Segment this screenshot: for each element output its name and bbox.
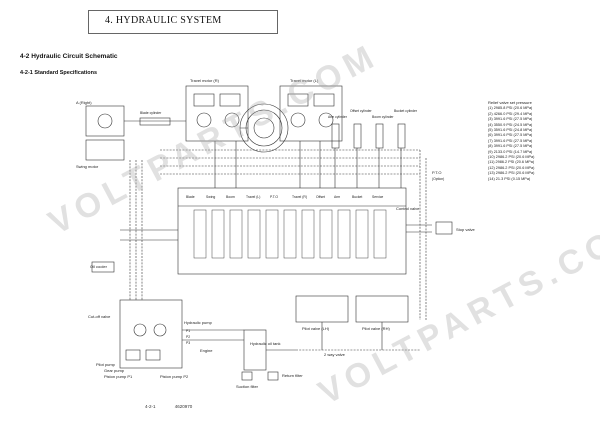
stop-valve-shape: [435, 221, 453, 235]
relief-legend-item: (2) 4266.0 PSI (29.4 MPa): [488, 111, 533, 116]
label-travel-motor-l: Travel motor (L): [290, 78, 319, 83]
label-p2: P2: [186, 335, 190, 339]
label-spool-pto: P.T.O: [270, 195, 278, 199]
label-bucket-cylinder: Bucket cylinder: [394, 109, 418, 113]
label-piston-pump-p2: Piston pump P2: [160, 374, 189, 379]
label-control-valve: Control valve: [396, 206, 420, 211]
label-spool-bucket: Bucket: [352, 195, 362, 199]
label-spool-offset: Offset: [316, 195, 325, 199]
relief-legend-item: (10) 2986.2 PSI (20.6 MPa): [488, 155, 535, 160]
footer-doc-number: 4620970: [174, 404, 193, 409]
relief-legend-item: (4) 3550.9 PSI (24.5 MPa): [488, 122, 533, 127]
label-spool-service: Service: [372, 195, 383, 199]
label-suction-filter: Suction filter: [236, 384, 259, 389]
relief-legend-item: (13) 2986.2 PSI (20.6 MPa): [488, 171, 535, 176]
label-pto: P.T.O: [432, 170, 442, 175]
label-hydraulic-pump: Hydraulic pump: [184, 320, 213, 325]
section-subtitle: 4-2-1 Standard Specifications: [20, 70, 98, 76]
relief-legend-item: (3) 3991.6 PSI (27.5 MPa): [488, 117, 533, 122]
label-hydraulic-oil-tank: Hydraulic oil tank: [250, 341, 280, 346]
travel-motor-r-box: [185, 85, 249, 142]
relief-legend-item: (14) 21.3 PSI (0.15 MPa): [488, 176, 531, 181]
swing-motor-box: [85, 105, 125, 137]
section-title: 4-2 Hydraulic Circuit Schematic: [20, 53, 118, 60]
label-return-filter: Return filter: [282, 373, 303, 378]
label-gear-pump: Gear pump: [104, 368, 125, 373]
blade-cylinder-shape: [139, 117, 171, 126]
relief-legend-heading: Relief valve set pressure: [488, 100, 532, 105]
hydraulic-oil-tank-shape: [243, 329, 267, 371]
label-spool-travel-l: Travel (L): [246, 195, 260, 199]
label-cutoff-valve: Cut-off valve: [88, 314, 111, 319]
label-arm-cylinder: Arm cylinder: [328, 115, 348, 119]
label-spool-travel-r: Travel (R): [292, 195, 307, 199]
label-stop-valve: Stop valve: [456, 227, 475, 232]
label-option: (Option): [432, 177, 444, 181]
relief-legend-item: (7) 3991.6 PSI (27.5 MPa): [488, 138, 533, 143]
label-p1: P1: [186, 329, 190, 333]
label-pilot-valve-rh: Pilot valve (RH): [362, 326, 390, 331]
relief-legend-item: (11) 2986.2 PSI (20.6 MPa): [488, 160, 535, 165]
label-p3: P3: [186, 341, 190, 345]
relief-legend-item: (1) 2985.8 PSI (20.6 MPa): [488, 106, 533, 111]
label-pilot-pump: Pilot pump: [96, 362, 116, 367]
pump-group-box: [119, 299, 183, 369]
pilot-valve-lh-shape: [295, 295, 349, 323]
travel-motor-l-box: [279, 85, 343, 142]
label-engine: Engine: [200, 348, 213, 353]
label-travel-motor-r: Travel motor (R): [190, 78, 220, 83]
control-valve-box: [177, 187, 407, 275]
label-spool-arm: Arm: [334, 195, 340, 199]
relief-legend-item: (9) 2133.0 PSI (14.7 MPa): [488, 149, 533, 154]
relief-legend-item: (8) 3991.6 PSI (27.5 MPa): [488, 144, 533, 149]
label-spool-swing: Swing: [206, 195, 215, 199]
relief-legend-item: (5) 3591.6 PSI (24.8 MPa): [488, 128, 533, 133]
page-footer: 4-2-1 4620970: [145, 404, 192, 409]
label-two-way-valve: 2 way valve: [324, 352, 346, 357]
label-piston-pump-p1: Piston pump P1: [104, 374, 133, 379]
label-blade-cylinder: Blade cylinder: [140, 111, 162, 115]
pilot-valve-rh-shape: [355, 295, 409, 323]
label-swing-motor: Swing motor: [76, 164, 99, 169]
oil-cooler-shape: [91, 261, 115, 273]
relief-legend-item: (6) 3991.6 PSI (27.5 MPa): [488, 133, 533, 138]
relief-valve-legend: Relief valve set pressure (1) 2985.8 PSI…: [488, 100, 534, 182]
label-dozer-right: A (Right): [76, 100, 92, 105]
label-offset-cylinder: Offset cylinder: [350, 109, 372, 113]
relief-legend-item: (12) 2986.2 PSI (20.6 MPa): [488, 165, 535, 170]
footer-page-number: 4-2-1: [145, 404, 156, 409]
label-pilot-valve-lh: Pilot valve (LH): [302, 326, 330, 331]
chapter-title: 4. HYDRAULIC SYSTEM: [105, 15, 222, 26]
chapter-header: 4. HYDRAULIC SYSTEM: [88, 10, 278, 34]
label-oil-cooler: Oil cooler: [90, 264, 108, 269]
label-spool-blade: Blade: [186, 195, 195, 199]
label-spool-boom: Boom: [226, 195, 235, 199]
label-boom-cylinder: Boom cylinder: [372, 115, 394, 119]
